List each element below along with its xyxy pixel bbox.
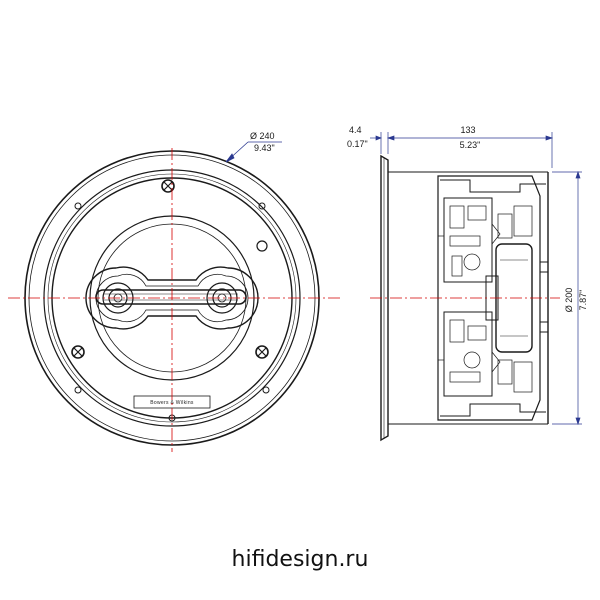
bezel-hole-2 xyxy=(258,202,266,210)
front-diameter-mm: Ø 240 xyxy=(250,131,275,141)
side-dimensions xyxy=(370,132,582,426)
driver-basket xyxy=(437,175,541,421)
tweeter-bridge-inner xyxy=(95,273,249,323)
tweeter-bridge-outline xyxy=(85,266,259,330)
tweeter-pivot-bar xyxy=(95,289,247,305)
crossover-board-lower xyxy=(443,311,493,397)
mounting-screw-top xyxy=(161,179,175,193)
component-details xyxy=(438,205,533,393)
mounting-screw-left xyxy=(71,345,85,359)
flange-depth-in: 0.17" xyxy=(347,139,368,149)
crossover-board xyxy=(443,197,493,283)
watermark-text: hifidesign.ru xyxy=(232,547,369,572)
clamp-arm-top xyxy=(440,179,546,193)
front-diameter-in: 9.43" xyxy=(254,143,275,153)
flange-depth-mm: 4.4 xyxy=(349,125,362,135)
mounting-screw-right-upper xyxy=(256,240,268,252)
clamp-arm-bottom xyxy=(440,403,546,417)
bezel-hole-1 xyxy=(74,202,82,210)
front-centerlines xyxy=(8,148,340,452)
body-depth-in: 5.23" xyxy=(460,140,481,150)
mounting-screw-right xyxy=(255,345,269,359)
bezel-hole-4 xyxy=(262,386,270,394)
side-flange xyxy=(380,154,389,442)
body-depth-mm: 133 xyxy=(460,125,475,135)
cutout-diameter-mm: Ø 200 xyxy=(564,288,574,313)
bezel-hole-3 xyxy=(74,386,82,394)
cutout-diameter-in: 7.87" xyxy=(578,290,588,311)
side-terminals xyxy=(539,261,549,333)
front-diameter-leader xyxy=(225,141,282,163)
